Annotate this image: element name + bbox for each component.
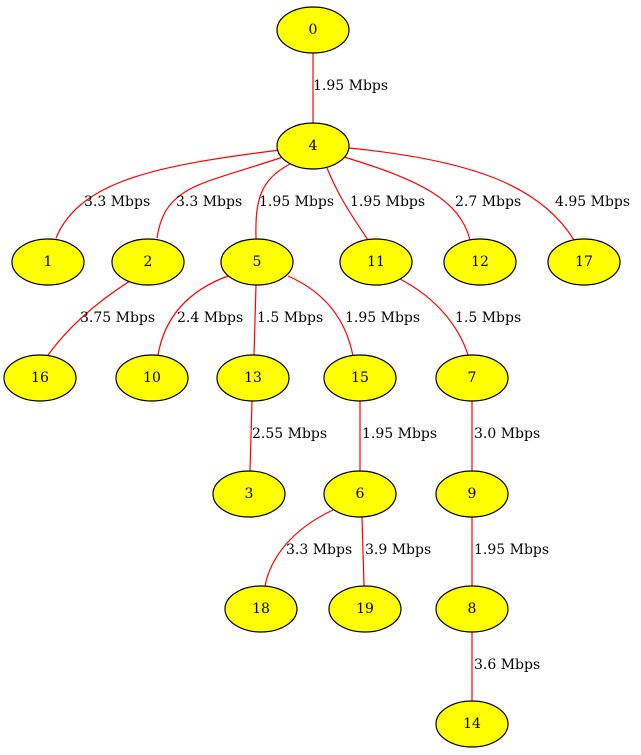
edge-5-15 (287, 275, 354, 357)
node-0: 0 (276, 6, 350, 54)
node-label-14: 14 (463, 716, 481, 732)
edge-6-18 (264, 509, 334, 587)
edge-4-17 (348, 147, 575, 241)
node-ellipse-7 (435, 354, 509, 402)
node-label-3: 3 (245, 486, 254, 502)
edge-label-8-14: 3.6 Mbps (474, 657, 540, 673)
edge-13-3 (249, 400, 253, 472)
node-label-1: 1 (44, 254, 53, 270)
edge-label-4-5: 1.95 Mbps (259, 194, 334, 210)
edge-4-5 (255, 163, 291, 240)
node-ellipse-8 (435, 585, 509, 633)
node-label-10: 10 (143, 370, 161, 386)
node-17: 17 (547, 238, 621, 286)
edge-label-5-15: 1.95 Mbps (345, 310, 420, 326)
edge-6-19 (361, 516, 365, 587)
node-label-19: 19 (356, 601, 374, 617)
edge-4-12 (343, 156, 471, 241)
edge-label-15-6: 1.95 Mbps (362, 426, 437, 442)
node-ellipse-9 (435, 470, 509, 518)
node-ellipse-10 (115, 354, 189, 402)
node-ellipse-13 (216, 354, 290, 402)
edge-5-10 (157, 275, 229, 356)
node-label-8: 8 (468, 601, 477, 617)
node-ellipse-19 (328, 585, 402, 633)
node-ellipse-0 (276, 6, 350, 54)
node-13: 13 (216, 354, 290, 402)
node-9: 9 (435, 470, 509, 518)
node-label-13: 13 (244, 370, 262, 386)
node-label-5: 5 (253, 254, 262, 270)
edge-4-2 (156, 156, 284, 239)
edge-label-13-3: 2.55 Mbps (252, 426, 327, 442)
node-label-11: 11 (367, 254, 385, 270)
node-1: 1 (11, 238, 85, 286)
node-ellipse-4 (276, 122, 350, 170)
edge-label-4-12: 2.7 Mbps (455, 194, 521, 210)
node-ellipse-17 (547, 238, 621, 286)
node-8: 8 (435, 585, 509, 633)
edge-label-4-1: 3.3 Mbps (84, 194, 150, 210)
node-ellipse-14 (435, 700, 509, 748)
node-label-7: 7 (468, 370, 477, 386)
node-18: 18 (224, 585, 298, 633)
edge-4-11 (326, 167, 369, 241)
edge-label-5-13: 1.5 Mbps (257, 310, 323, 326)
edge-labels-layer: 1.95 Mbps 3.3 Mbps 3.3 Mbps 1.95 Mbps 1.95 M… (80, 78, 630, 673)
node-16: 16 (3, 354, 77, 402)
node-ellipse-15 (323, 354, 397, 402)
node-10: 10 (115, 354, 189, 402)
node-label-9: 9 (468, 486, 477, 502)
node-2: 2 (111, 238, 185, 286)
edge-label-9-8: 1.95 Mbps (474, 542, 549, 558)
node-label-15: 15 (351, 370, 369, 386)
edge-label-4-17: 4.95 Mbps (555, 194, 630, 210)
edge-label-4-2: 3.3 Mbps (176, 194, 242, 210)
edge-4-1 (55, 149, 281, 239)
edge-5-13 (253, 284, 257, 356)
node-4: 4 (276, 122, 350, 170)
node-label-6: 6 (356, 486, 365, 502)
node-14: 14 (435, 700, 509, 748)
edge-label-2-16: 3.75 Mbps (80, 310, 155, 326)
node-ellipse-1 (11, 238, 85, 286)
node-6: 6 (323, 470, 397, 518)
edge-label-5-10: 2.4 Mbps (177, 310, 243, 326)
node-5: 5 (220, 238, 294, 286)
node-ellipse-5 (220, 238, 294, 286)
edge-label-6-19: 3.9 Mbps (365, 542, 431, 558)
node-12: 12 (443, 238, 517, 286)
node-7: 7 (435, 354, 509, 402)
node-3: 3 (212, 470, 286, 518)
edge-11-7 (399, 278, 469, 356)
edge-label-7-9: 3.0 Mbps (474, 426, 540, 442)
edges-layer (47, 53, 575, 701)
node-ellipse-2 (111, 238, 185, 286)
node-ellipse-11 (339, 238, 413, 286)
node-ellipse-6 (323, 470, 397, 518)
node-ellipse-18 (224, 585, 298, 633)
node-11: 11 (339, 238, 413, 286)
node-label-16: 16 (31, 370, 49, 386)
node-label-2: 2 (144, 254, 153, 270)
edge-label-0-4: 1.95 Mbps (313, 78, 388, 94)
node-label-4: 4 (309, 138, 318, 154)
node-label-0: 0 (309, 22, 318, 38)
edge-label-6-18: 3.3 Mbps (286, 542, 352, 558)
node-ellipse-16 (3, 354, 77, 402)
edge-label-11-7: 1.5 Mbps (455, 310, 521, 326)
node-ellipse-3 (212, 470, 286, 518)
node-label-17: 17 (575, 254, 593, 270)
node-label-18: 18 (252, 601, 270, 617)
node-19: 19 (328, 585, 402, 633)
edge-label-4-11: 1.95 Mbps (350, 194, 425, 210)
edge-2-16 (47, 280, 131, 356)
node-ellipse-12 (443, 238, 517, 286)
node-15: 15 (323, 354, 397, 402)
node-label-12: 12 (471, 254, 489, 270)
